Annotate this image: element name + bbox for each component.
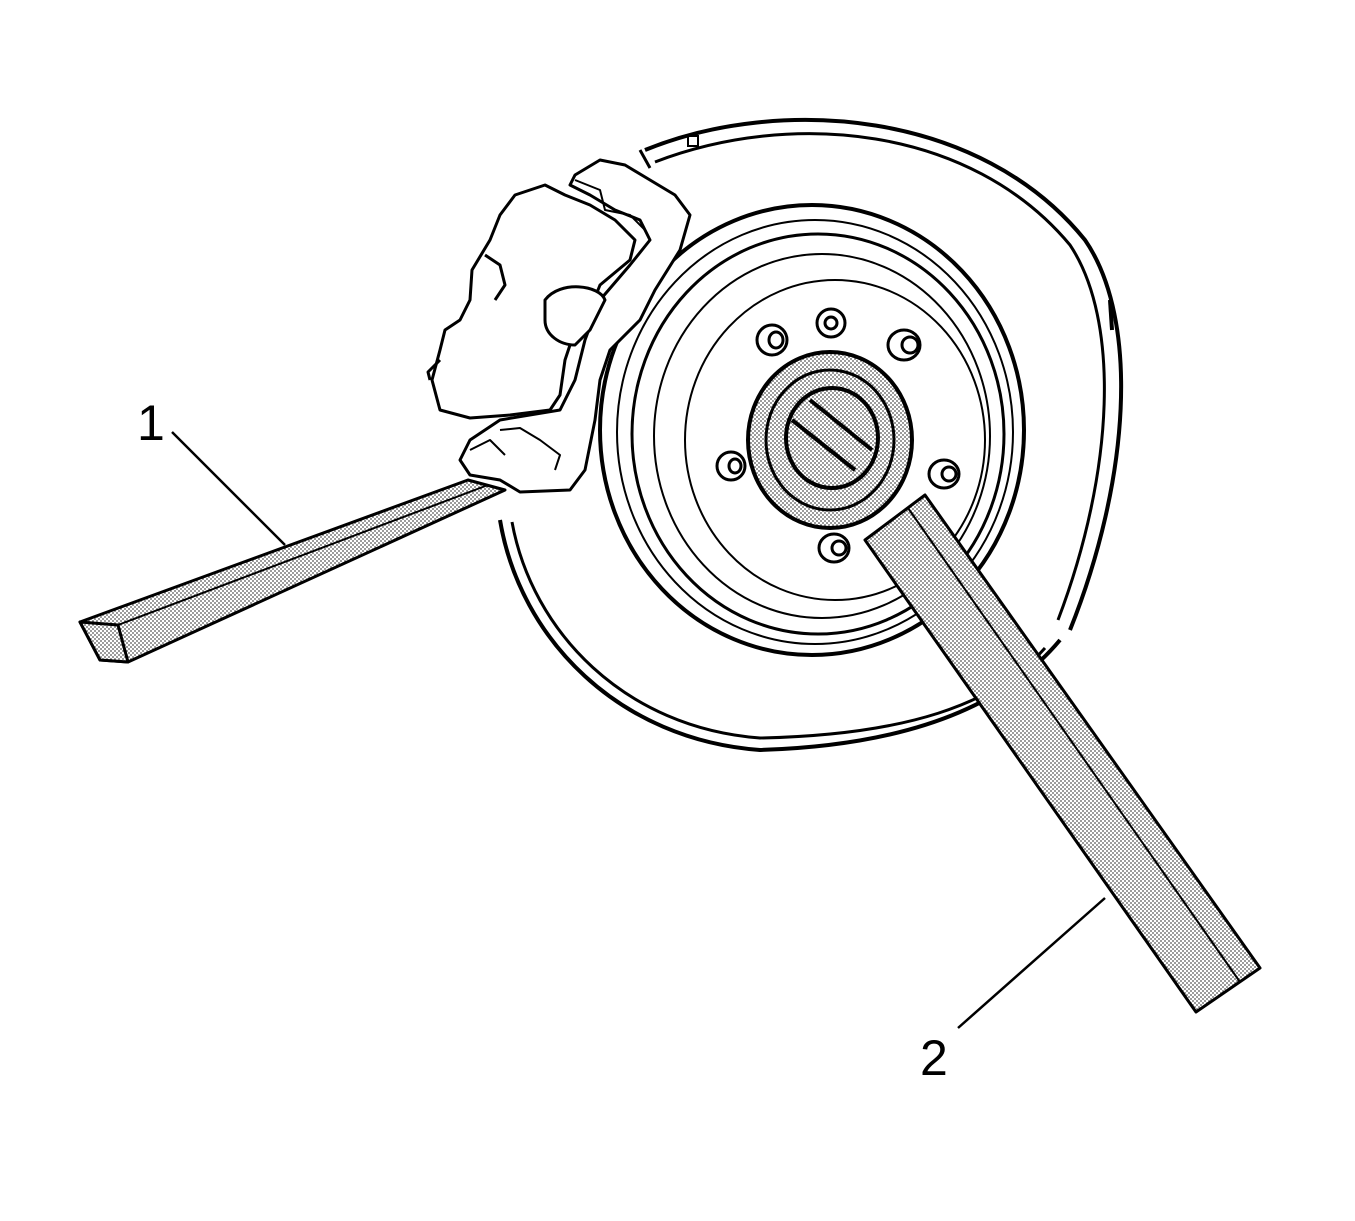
caliper-body — [430, 183, 637, 420]
hat-ring-5 — [684, 279, 986, 601]
wheel-stud — [927, 458, 961, 490]
wrench — [746, 350, 1262, 1014]
leader-lines — [171, 431, 1106, 1029]
hat-ring-1 — [598, 203, 1026, 657]
hat-ring-4 — [653, 253, 991, 619]
hub-nut — [784, 386, 880, 490]
pry-bar-shaft — [78, 478, 507, 664]
caliper-bracket — [458, 158, 692, 494]
callout-2-label: 2 — [920, 1030, 948, 1086]
caliper-detail-1 — [484, 253, 507, 301]
wheel-stud — [815, 307, 847, 339]
leader-line-1 — [171, 431, 286, 546]
rotor-hat — [598, 203, 1026, 657]
rotor-notch — [638, 149, 652, 169]
rotor-edge-tick — [1108, 299, 1114, 331]
caliper-detail-5 — [469, 439, 506, 456]
rotor-outer-edge-upper — [644, 117, 1124, 631]
wheel-stud — [817, 532, 851, 564]
wheel-stud — [755, 323, 789, 357]
hub-nut-slot-2 — [808, 398, 874, 452]
pry-bar-face — [78, 620, 130, 664]
pry-bar-edge — [117, 484, 489, 626]
wheel-studs — [715, 307, 961, 564]
hat-ring-2 — [616, 219, 1014, 645]
pry-bar — [78, 478, 507, 664]
hat-ring-3 — [630, 232, 1006, 636]
wheel-stud — [715, 450, 747, 482]
wheel-stud — [886, 328, 922, 362]
caliper-window — [543, 285, 607, 347]
brake-caliper — [426, 158, 692, 494]
leader-line-2 — [957, 897, 1106, 1029]
caliper-detail-3 — [574, 179, 646, 231]
caliper-detail-2 — [426, 358, 442, 381]
callout-1-label: 1 — [137, 395, 165, 451]
caliper-detail-4 — [499, 427, 561, 471]
wrench-handle — [863, 493, 1262, 1014]
wrench-handle-edge — [907, 507, 1241, 983]
hub-nut-slot-1 — [790, 418, 857, 472]
rotor-tab — [687, 135, 699, 147]
rotor-outer-edge-upper-inner — [654, 132, 1106, 621]
